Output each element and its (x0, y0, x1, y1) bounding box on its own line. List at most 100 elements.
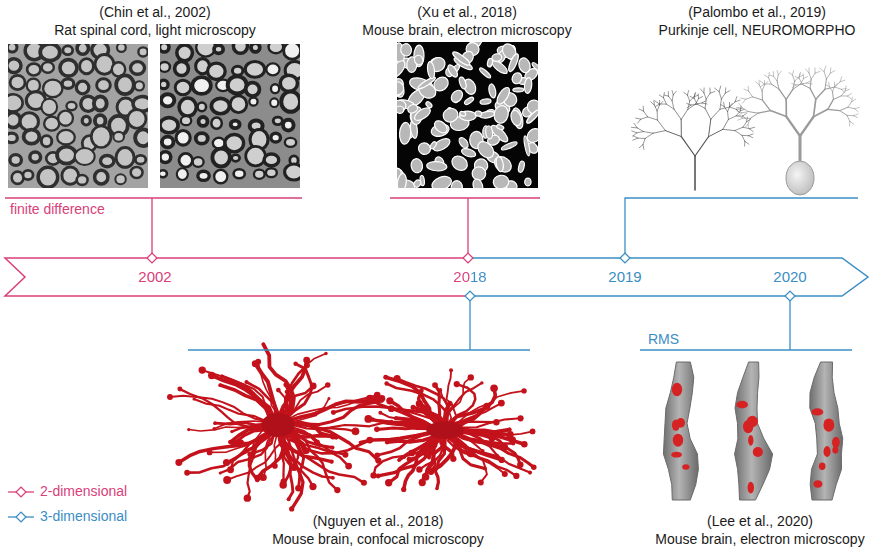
dendrite (796, 84, 802, 86)
dendrite (645, 133, 653, 138)
dendrite (702, 101, 706, 103)
caption-text: Mouse brain, electron microscopy (655, 531, 864, 548)
axon-surface (663, 362, 698, 500)
axon-profile (266, 168, 277, 177)
dendrite (655, 101, 659, 104)
cell-profile (397, 106, 404, 114)
process-tip (295, 485, 302, 492)
process-tip (251, 456, 255, 460)
process-tip (227, 466, 234, 473)
dendrite (694, 156, 696, 190)
axon-profile (211, 98, 229, 113)
dendrite (855, 109, 859, 112)
dendrite (749, 134, 753, 136)
dendrite (826, 73, 830, 79)
process-tip (330, 445, 334, 449)
process-tip (325, 382, 331, 388)
axon-profile (27, 79, 40, 93)
axon-profile (160, 118, 178, 133)
dendrite (633, 138, 638, 140)
dendrite (845, 86, 847, 91)
dendrite (743, 113, 747, 116)
axon-profile (211, 118, 221, 129)
axon-profile (193, 157, 204, 167)
cell-profile (449, 88, 465, 104)
dendrite (760, 81, 764, 84)
process-tip (384, 381, 388, 385)
micrograph-ground (160, 44, 300, 188)
dendrite (747, 125, 749, 130)
dendrite (730, 102, 735, 107)
micrograph-ground (8, 44, 148, 188)
legend-text: 2-dimensional (40, 483, 127, 500)
dendrite (768, 78, 771, 84)
cell-profile (493, 174, 510, 188)
dendrite (687, 91, 688, 96)
process-tip (331, 476, 335, 480)
dendrite (814, 109, 828, 116)
dendrite (702, 103, 707, 104)
process-tip (187, 428, 190, 431)
axon-profile (230, 96, 247, 113)
mitochondrion (673, 434, 683, 447)
dendrite (855, 107, 860, 108)
dendrite (803, 74, 804, 79)
dendrite (749, 91, 753, 97)
dendrite (841, 95, 847, 96)
axon-profile (138, 47, 147, 56)
process-tip (530, 429, 536, 435)
dendrite (641, 117, 648, 119)
dendrite (663, 98, 666, 104)
dendrite (835, 87, 842, 89)
dendrite (795, 76, 799, 78)
dendrite (802, 84, 810, 88)
process-tip (252, 360, 259, 367)
mitochondrion (736, 401, 748, 409)
axon-profile (160, 44, 169, 52)
axon-profile (135, 129, 148, 146)
cell-profile (441, 106, 460, 124)
dendrite (724, 107, 727, 112)
mitochondrion (682, 464, 689, 469)
process-tip (468, 450, 475, 457)
dendrite (638, 119, 641, 123)
dendrite (637, 128, 643, 132)
dendrite (654, 100, 655, 105)
process-tip (359, 441, 362, 444)
process-tip (397, 458, 401, 462)
cell-profile (525, 108, 538, 124)
axon-profile (264, 154, 279, 166)
process-tip (416, 400, 423, 407)
dendrite (723, 102, 725, 106)
dendrite (769, 75, 773, 76)
dendrite (807, 83, 812, 84)
dendrite (657, 111, 658, 120)
cell-profile (492, 104, 510, 125)
process-tip (329, 460, 333, 464)
dendrite (764, 83, 771, 84)
dendrite (668, 92, 669, 97)
dendrite (687, 103, 691, 105)
dendrite (690, 96, 694, 98)
purkinje-render (737, 66, 860, 195)
mitochondrion (676, 418, 685, 428)
dendrite (809, 73, 811, 79)
cell-profile (446, 63, 459, 78)
cell-profile (429, 141, 437, 150)
dendrite (749, 112, 758, 114)
axon-profile (254, 170, 265, 179)
dendrite (744, 141, 745, 146)
cell-profile (451, 50, 471, 67)
dendrite (840, 111, 847, 116)
dendrite (700, 89, 703, 93)
axon-profile (57, 130, 75, 144)
dendrite (738, 113, 742, 117)
process-tip (262, 343, 265, 346)
cell-profile (400, 43, 413, 57)
dendrite (795, 77, 799, 81)
process-tip (199, 366, 206, 373)
cell-profile (471, 178, 484, 188)
process-tip (385, 479, 392, 486)
dendrite (749, 136, 753, 138)
process-tip (366, 395, 374, 403)
